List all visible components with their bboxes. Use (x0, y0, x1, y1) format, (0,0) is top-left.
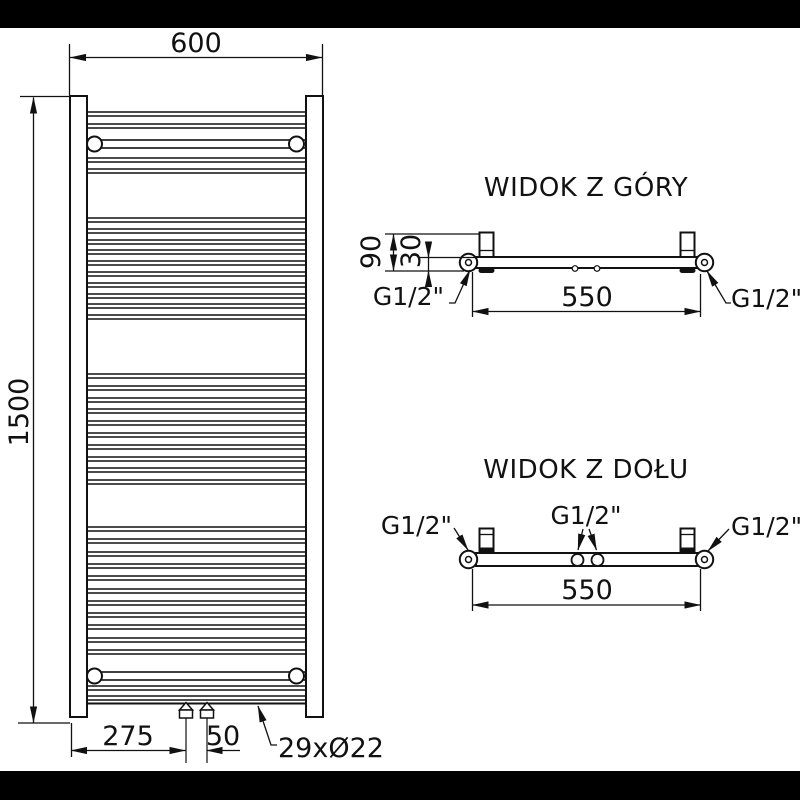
bottom-view-thread-center-label: G1/2" (550, 501, 621, 530)
wall-bracket-top-left (86, 135, 103, 153)
wall-bracket-top-right (288, 135, 305, 153)
bottom-view-foot-right (679, 547, 696, 553)
dim-offset-label: 275 (102, 721, 154, 752)
rung-group-2 (87, 217, 306, 320)
bottom-view-center-connection-left (570, 553, 585, 567)
bottom-view-center-connection-right (590, 553, 605, 567)
dim-width-label: 600 (170, 28, 222, 59)
rung-group-3 (87, 373, 306, 485)
left-rail (69, 95, 88, 718)
top-view-mid-connection-right (593, 265, 601, 272)
top-view-bracket-right (679, 231, 696, 258)
rung-group-bottom (87, 685, 306, 701)
dim-bottom-offsets (70, 723, 240, 757)
tube-callout-leader (257, 705, 277, 746)
dim-height-label: 1500 (4, 378, 35, 447)
dim-depth-label: 90 (356, 235, 387, 269)
bottom-view-thread-leader-right (707, 528, 730, 552)
rung-group-4 (87, 526, 306, 655)
rung-group-top (87, 111, 306, 174)
dim-height-1500 (18, 95, 70, 724)
valve-right (198, 701, 216, 763)
top-view-thread-right-label: G1/2" (731, 284, 800, 313)
bottom-view-spacing-label: 550 (561, 575, 613, 606)
top-view-spacing-label: 550 (561, 282, 613, 313)
tube-callout-label: 29xØ22 (278, 733, 384, 764)
dim-width-600 (68, 44, 324, 95)
dim-depth-90 (385, 233, 480, 288)
top-view-flange-left (458, 252, 479, 273)
top-view-foot-left (478, 268, 495, 273)
bottom-view-drawing (453, 527, 730, 611)
top-view-mid-connection-left (571, 265, 579, 272)
top-view-thread-leader-right (706, 270, 731, 304)
top-view-drawing (385, 231, 731, 317)
right-rail (305, 95, 324, 718)
bracket-rung-top (86, 139, 307, 149)
top-view-bracket-left (478, 231, 495, 258)
bottom-view-thread-leader-center-b (587, 528, 598, 551)
letterbox-bottom (0, 771, 800, 800)
top-view-thread-left-label: G1/2" (373, 282, 444, 311)
bottom-view-bar (475, 552, 699, 567)
bottom-view-dim-550 (471, 569, 702, 611)
front-view (18, 44, 324, 763)
dim-offset30-label: 30 (396, 234, 427, 268)
bracket-rung-bottom (86, 671, 307, 681)
bottom-view-flange-left (458, 549, 479, 570)
top-view-dim-550 (471, 272, 702, 317)
bottom-view-foot-left (478, 547, 495, 553)
wall-bracket-bottom-right (288, 667, 305, 685)
top-view-foot-right (679, 268, 696, 273)
bottom-view-thread-leader-left (453, 527, 469, 551)
dim-valve-spacing-label: 50 (206, 721, 240, 752)
bottom-view-flange-right (694, 549, 715, 570)
letterbox-top (0, 0, 800, 28)
bottom-view-thread-leader-center-a (577, 528, 586, 551)
bottom-view-title: WIDOK Z DOŁU (483, 455, 688, 485)
valve-left (177, 701, 195, 763)
top-view-title: WIDOK Z GÓRY (484, 171, 688, 203)
wall-bracket-bottom-left (86, 667, 103, 685)
bottom-view-thread-left-label: G1/2" (381, 511, 452, 540)
bottom-view-thread-right-label: G1/2" (731, 512, 800, 541)
top-view-thread-leader-left (449, 269, 471, 304)
top-view-flange-right (694, 252, 715, 273)
top-view-bar (475, 256, 699, 269)
